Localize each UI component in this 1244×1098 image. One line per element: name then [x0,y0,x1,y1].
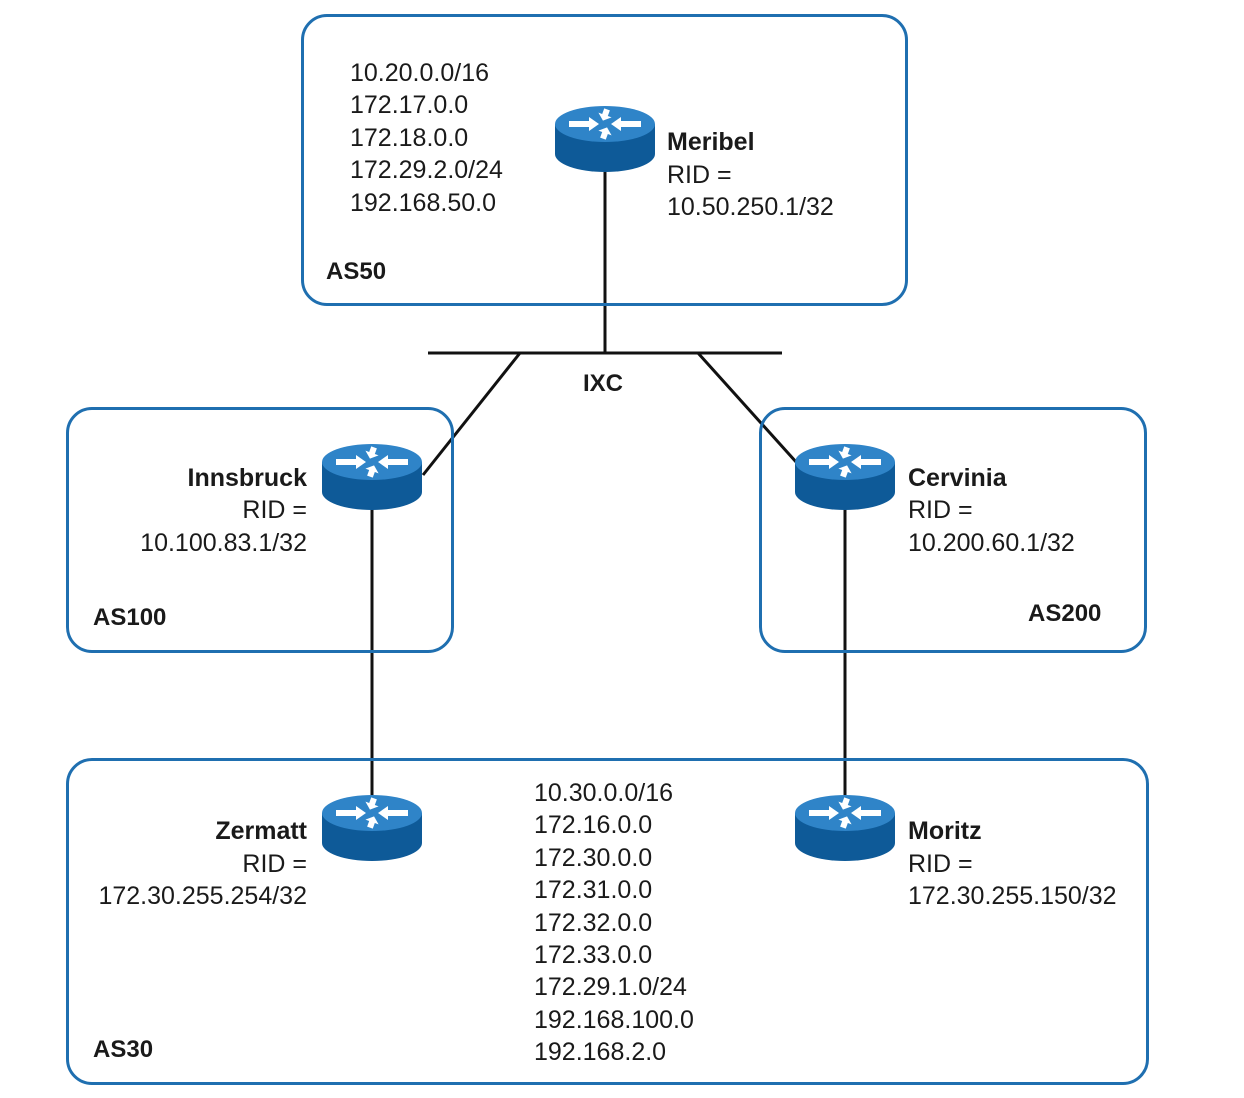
prefix-item: 172.29.2.0/24 [350,156,503,185]
router-name-meribel: Meribel [667,128,755,156]
prefix-item: 172.18.0.0 [350,123,469,152]
as30-label: AS30 [93,1036,154,1063]
ixc-label: IXC [583,370,624,397]
prefix-item: 10.30.0.0/16 [534,779,674,807]
router-rid-cervinia: 10.200.60.1/32 [908,529,1075,557]
router-icon [322,444,422,510]
prefix-item: 172.33.0.0 [534,941,653,970]
router-rid-innsbruck: 10.100.83.1/32 [140,529,307,557]
router-name-moritz: Moritz [908,817,982,845]
as100-label: AS100 [93,604,167,631]
router-rid-label-moritz: RID = [908,850,973,878]
router-rid-label-cervinia: RID = [908,496,973,524]
router-name-zermatt: Zermatt [215,817,307,845]
router-rid-moritz: 172.30.255.150/32 [908,882,1117,910]
router-rid-label-zermatt: RID = [242,850,307,878]
link-innsbruck-ixc [421,352,522,476]
prefix-item: 192.168.2.0 [534,1038,667,1067]
router-name-cervinia: Cervinia [908,464,1007,492]
router-icon [555,106,655,172]
prefix-item: 172.16.0.0 [534,811,653,840]
router-name-innsbruck: Innsbruck [187,464,307,492]
as30-box [66,758,1149,1085]
as50-prefix-list: 10.20.0.0/16 172.17.0.0 172.18.0.0 172.2… [350,57,503,219]
as100-box [66,407,454,653]
router-rid-zermatt: 172.30.255.254/32 [98,882,307,910]
prefix-item: 10.20.0.0/16 [350,59,490,87]
router-rid-meribel: 10.50.250.1/32 [667,193,834,221]
prefix-item: 172.17.0.0 [350,91,469,120]
router-rid-label-innsbruck: RID = [242,496,307,524]
prefix-item: 172.29.1.0/24 [534,973,687,1002]
prefix-item: 192.168.50.0 [350,188,496,217]
link-cervinia-ixc [696,351,799,465]
as50-box [301,14,908,306]
router-icon [795,444,895,510]
as200-box [759,407,1147,653]
prefix-item: 172.31.0.0 [534,876,653,905]
as30-prefix-list: 10.30.0.0/16 172.16.0.0 172.30.0.0 172.3… [534,777,694,1069]
as200-label: AS200 [1028,600,1102,627]
router-icon [795,795,895,861]
prefix-item: 192.168.100.0 [534,1005,694,1034]
prefix-item: 172.30.0.0 [534,843,653,872]
as50-label: AS50 [326,258,387,285]
router-rid-label-meribel: RID = [667,161,732,189]
prefix-item: 172.32.0.0 [534,908,653,937]
router-icon [322,795,422,861]
